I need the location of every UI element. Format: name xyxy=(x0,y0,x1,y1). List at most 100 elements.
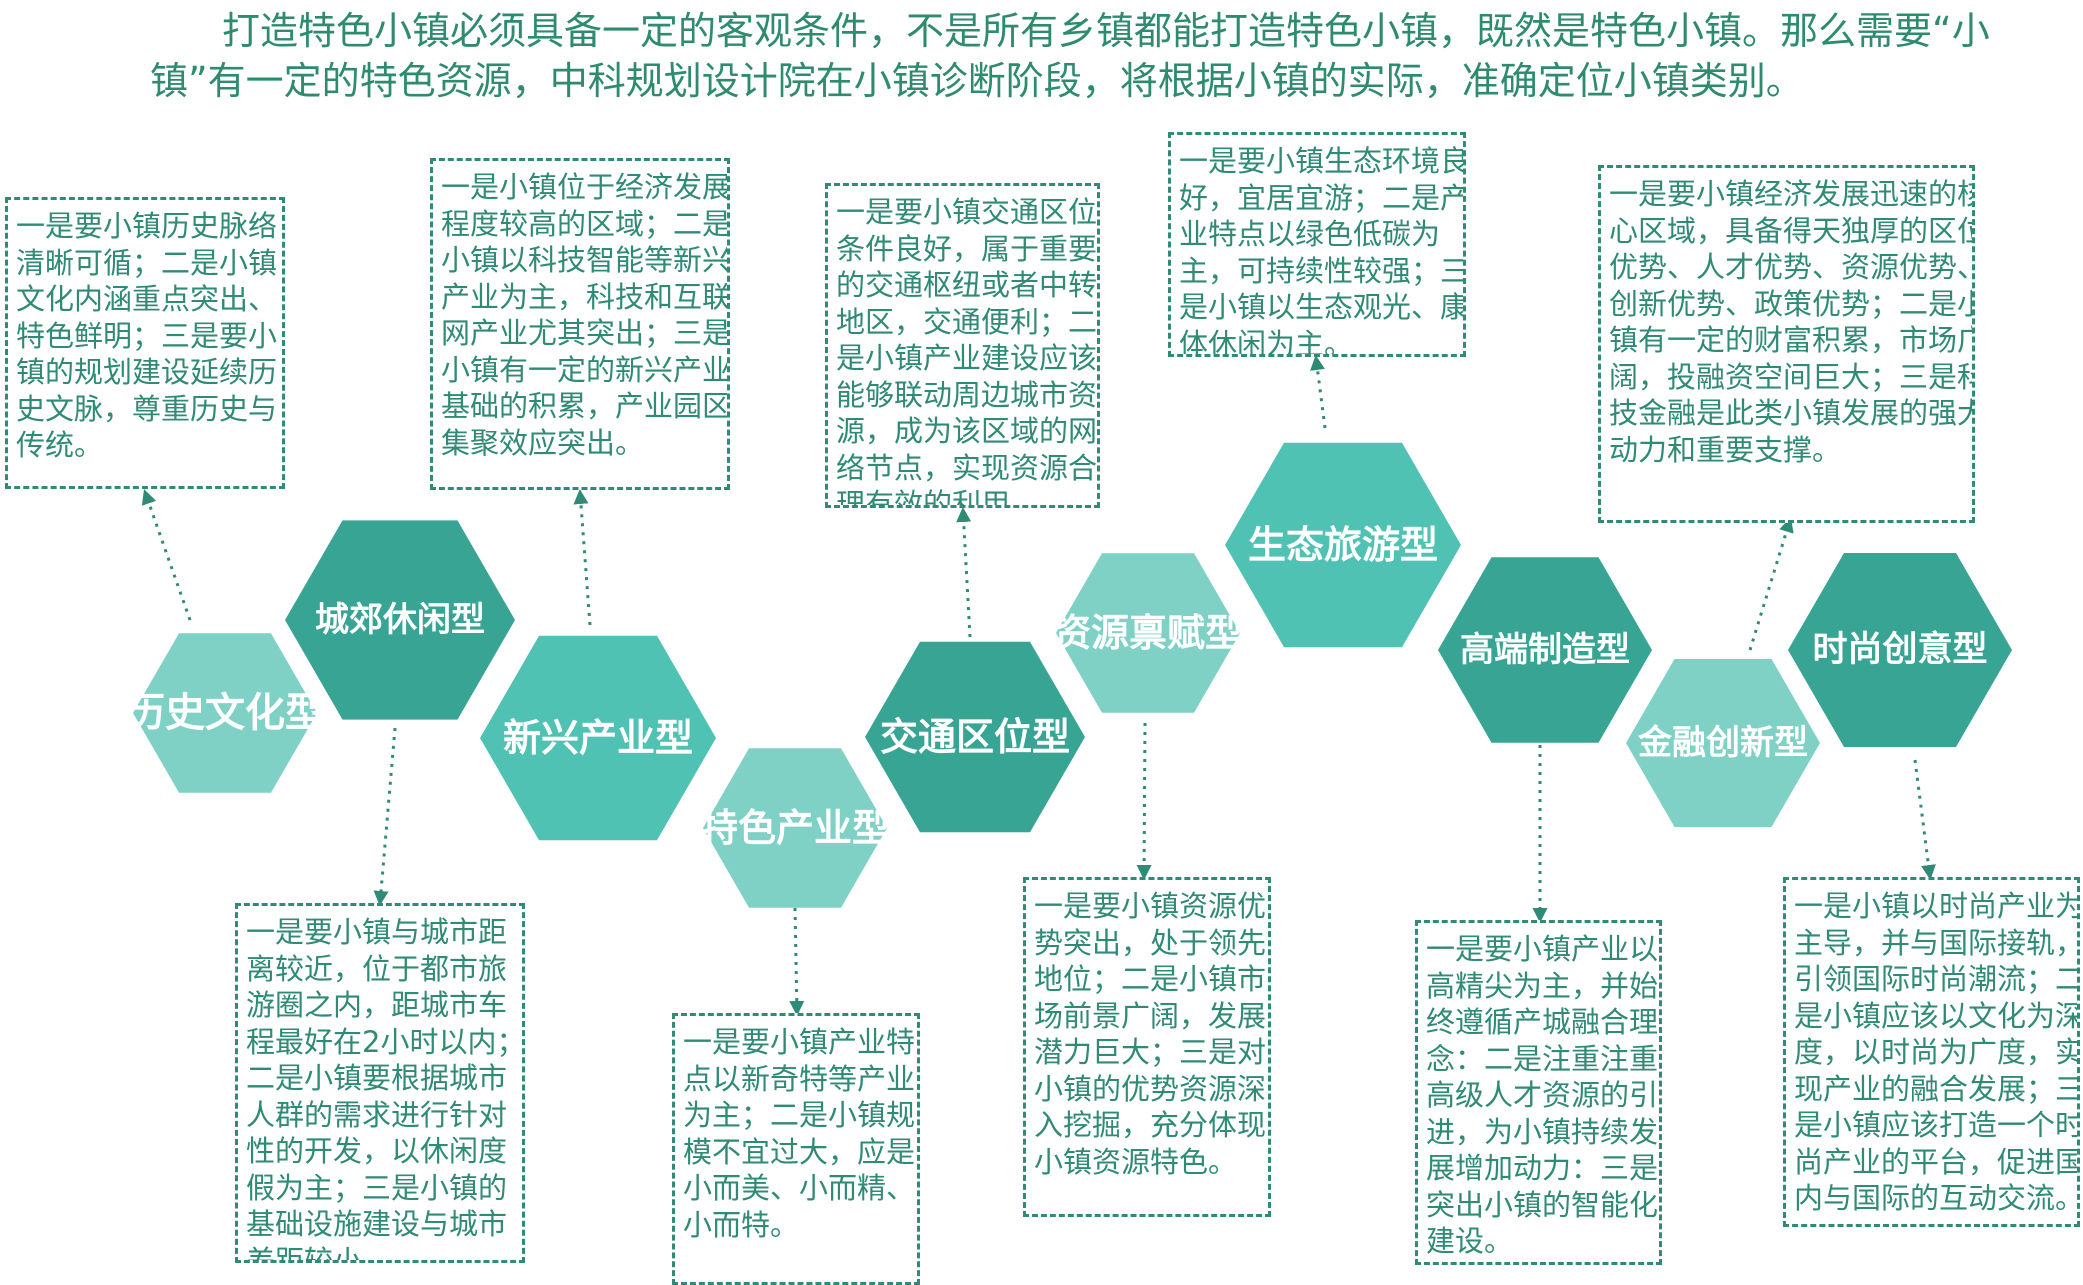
connector-arrow-9 xyxy=(1748,517,1794,651)
hexagon-label-1: 历史文化型 xyxy=(125,690,325,736)
description-line: 动力和重要支撑。 xyxy=(1609,432,1842,467)
description-line: 离较近，位于都市旅 xyxy=(246,951,508,986)
description-line: 络节点，实现资源合 xyxy=(836,450,1098,485)
description-line: 一是要小镇交通区位 xyxy=(836,195,1098,229)
description-line: 游圈之内，距城市车 xyxy=(246,988,508,1022)
description-line: 展增加动力：三是 xyxy=(1426,1151,1659,1185)
hexagon-label-4: 特色产业型 xyxy=(700,806,890,850)
description-line: 差距较小。 xyxy=(246,1243,392,1263)
description-line: 现产业的融合发展；三 xyxy=(1794,1071,2080,1106)
description-line: 是小镇以生态观光、康 xyxy=(1179,290,1466,324)
description-box-6: 一是要小镇资源优势突出，处于领先地位；二是小镇市场前景广阔，发展潜力巨大；三是对… xyxy=(1023,877,1271,1217)
description-line: 是小镇应该以文化为深 xyxy=(1794,998,2080,1033)
description-line: 一是要小镇产业以 xyxy=(1426,932,1659,966)
description-box-5: 一是要小镇交通区位条件良好，属于重要的交通枢纽或者中转地区，交通便利；二是小镇产… xyxy=(825,183,1100,508)
description-line: 小镇的优势资源深 xyxy=(1034,1071,1267,1106)
connector-arrow-10 xyxy=(1913,759,1936,880)
description-line: 心区域，具备得天独厚的区位 xyxy=(1609,213,1975,248)
hexagon-label-9: 金融创新型 xyxy=(1637,723,1808,763)
description-line: 突出小镇的智能化 xyxy=(1426,1187,1659,1222)
hexagon-label-3: 新兴产业型 xyxy=(503,716,693,760)
description-line: 进，为小镇持续发 xyxy=(1426,1114,1659,1149)
description-box-8: 一是要小镇产业以高精尖为主，并始终遵循产城融合理念：二是注重注重高级人才资源的引… xyxy=(1415,920,1662,1265)
description-line: 小镇有一定的新兴产业 xyxy=(441,352,730,387)
description-line: 好，宜居宜游；二是产 xyxy=(1179,180,1466,215)
description-line: 高级人才资源的引 xyxy=(1426,1078,1659,1112)
hexagon-7 xyxy=(1225,442,1461,648)
description-line: 一是要小镇历史脉络 xyxy=(16,209,278,243)
description-line: 人群的需求进行针对 xyxy=(246,1097,508,1132)
hexagon-3 xyxy=(480,635,716,841)
description-line: 一是要小镇资源优 xyxy=(1034,889,1267,923)
hexagon-label-6: 资源禀赋型 xyxy=(1053,611,1243,655)
description-line: 特色鲜明；三是要小 xyxy=(16,318,278,353)
description-box-4: 一是要小镇产业特点以新奇特等产业为主；二是小镇规模不宜过大，应是小而美、小而精、… xyxy=(672,1013,920,1285)
description-line: 程度较高的区域；二是 xyxy=(441,206,730,241)
description-line: 小而特。 xyxy=(683,1207,800,1242)
description-line: 一是要小镇与城市距 xyxy=(246,915,508,949)
description-line: 阔，投融资空间巨大；三是科 xyxy=(1609,359,1975,394)
hexagon-10 xyxy=(1788,553,2012,747)
description-line: 一是要小镇产业特 xyxy=(683,1025,916,1059)
description-line: 体休闲为主。 xyxy=(1179,326,1354,357)
description-line: 传统。 xyxy=(16,428,104,462)
hexagon-label-5: 交通区位型 xyxy=(880,715,1070,759)
description-box-10: 一是小镇以时尚产业为主导，并与国际接轨，引领国际时尚潮流；二是小镇应该以文化为深… xyxy=(1783,877,2080,1227)
description-line: 性的开发，以休闲度 xyxy=(246,1134,508,1168)
description-line: 一是小镇位于经济发展 xyxy=(441,170,730,204)
description-line: 基础设施建设与城市 xyxy=(246,1207,508,1241)
description-line: 产业为主，科技和互联 xyxy=(441,279,730,314)
description-line: 主导，并与国际接轨， xyxy=(1794,925,2080,960)
description-line: 尚产业的平台，促进国 xyxy=(1794,1144,2080,1179)
description-line: 小而美、小而精、 xyxy=(683,1171,916,1205)
hexagon-2 xyxy=(285,520,515,720)
description-line: 的交通枢纽或者中转 xyxy=(836,268,1098,302)
description-line: 小镇资源特色。 xyxy=(1034,1144,1238,1179)
hexagon-label-2: 城郊休闲型 xyxy=(315,600,485,640)
description-line: 入挖掘，充分体现 xyxy=(1034,1108,1267,1142)
intro-line-2: 镇”有一定的特色资源，中科规划设计院在小镇诊断阶段，将根据小镇的实际，准确定位小… xyxy=(150,59,1804,103)
hexagon-label-10: 时尚创意型 xyxy=(1812,630,1987,670)
description-line: 终遵循产城融合理 xyxy=(1426,1005,1659,1039)
description-line: 程最好在2小时以内； xyxy=(246,1024,525,1059)
description-line: 建设。 xyxy=(1426,1224,1514,1258)
connector-arrow-4 xyxy=(789,907,805,1016)
description-box-1: 一是要小镇历史脉络清晰可循；二是小镇文化内涵重点突出、特色鲜明；三是要小镇的规划… xyxy=(5,197,285,489)
description-line: 文化内涵重点突出、 xyxy=(16,282,278,316)
description-line: 优势、人才优势、资源优势、 xyxy=(1609,250,1975,284)
connector-arrow-2 xyxy=(373,727,397,906)
description-line: 引领国际时尚潮流；二 xyxy=(1794,962,2080,996)
hexagon-1 xyxy=(133,633,317,793)
description-line: 镇有一定的财富积累，市场广 xyxy=(1609,323,1975,357)
hexagon-6 xyxy=(1056,553,1240,713)
description-line: 史文脉，尊重历史与 xyxy=(16,391,278,426)
description-box-9: 一是要小镇经济发展迅速的核心区域，具备得天独厚的区位优势、人才优势、资源优势、创… xyxy=(1598,165,1975,523)
intro-paragraph: 打造特色小镇必须具备一定的客观条件，不是所有乡镇都能打造特色小镇，既然是特色小镇… xyxy=(150,6,1990,106)
description-box-2: 一是要小镇与城市距离较近，位于都市旅游圈之内，距城市车程最好在2小时以内；二是小… xyxy=(235,903,525,1263)
connector-arrow-3 xyxy=(573,489,592,626)
connector-arrow-5 xyxy=(956,507,972,638)
description-line: 二是小镇要根据城市 xyxy=(246,1061,508,1095)
description-line: 镇的规划建设延续历 xyxy=(16,355,278,389)
description-line: 度，以时尚为广度，实 xyxy=(1794,1035,2080,1069)
description-line: 模不宜过大，应是 xyxy=(683,1134,916,1169)
description-line: 业特点以绿色低碳为 xyxy=(1179,217,1441,251)
description-line: 能够联动周边城市资 xyxy=(836,377,1098,412)
description-line: 一是要小镇生态环境良 xyxy=(1179,144,1466,178)
description-line: 念：二是注重注重 xyxy=(1426,1041,1659,1076)
description-line: 高精尖为主，并始 xyxy=(1426,968,1659,1003)
description-line: 假为主；三是小镇的 xyxy=(246,1170,508,1205)
description-line: 基础的积累，产业园区 xyxy=(441,389,730,423)
hexagon-8 xyxy=(1438,557,1652,743)
connector-arrow-7 xyxy=(1310,355,1327,429)
description-line: 是小镇产业建设应该 xyxy=(836,341,1098,375)
description-line: 内与国际的互动交流。 xyxy=(1794,1181,2080,1215)
hexagon-9 xyxy=(1626,659,1820,827)
description-line: 主，可持续性较强；三 xyxy=(1179,253,1466,288)
description-line: 源，成为该区域的网 xyxy=(836,414,1098,448)
description-line: 一是要小镇经济发展迅速的核 xyxy=(1609,177,1975,211)
description-line: 网产业尤其突出；三是 xyxy=(441,316,730,350)
description-line: 潜力巨大；三是对 xyxy=(1034,1035,1267,1069)
description-box-3: 一是小镇位于经济发展程度较高的区域；二是小镇以科技智能等新兴产业为主，科技和互联… xyxy=(430,158,730,490)
